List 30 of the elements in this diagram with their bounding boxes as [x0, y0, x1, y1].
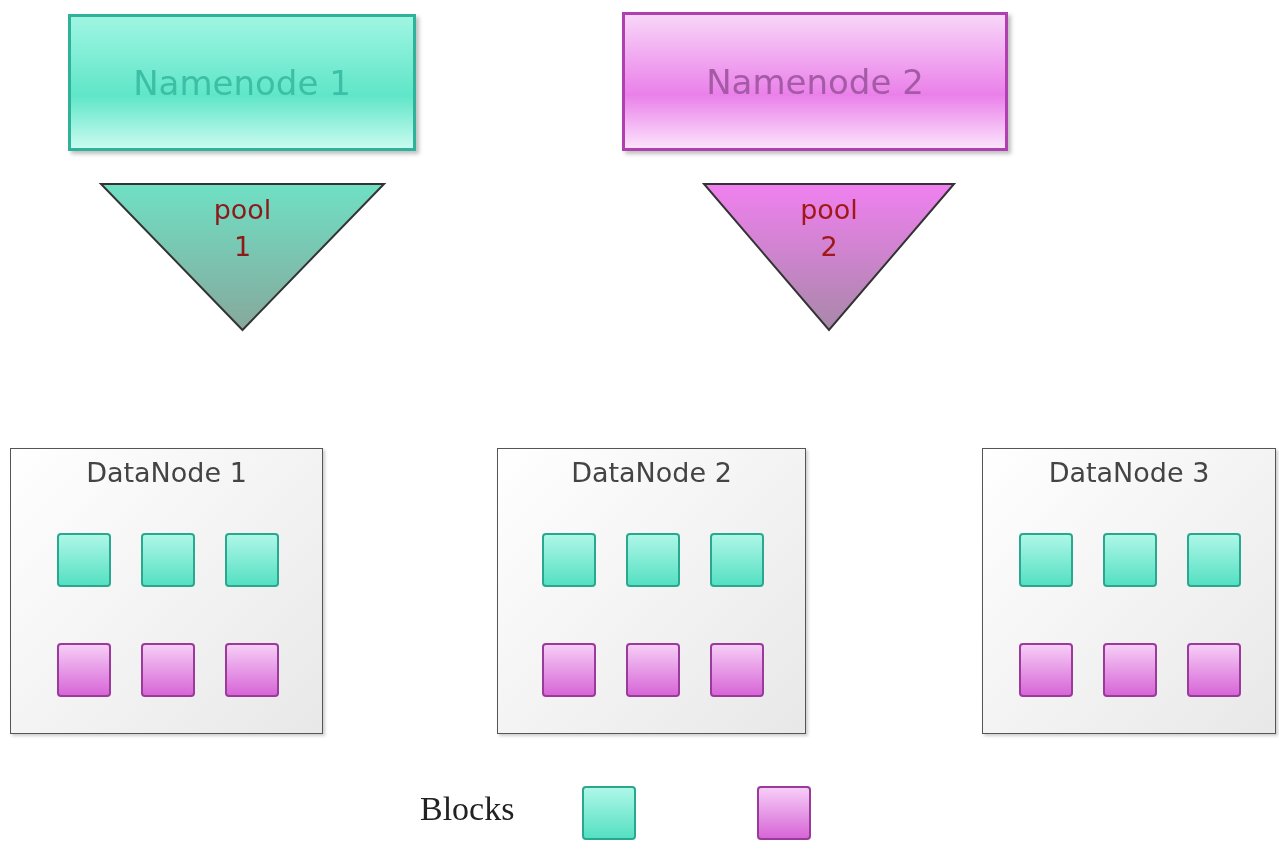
block-square: [709, 643, 764, 697]
block-square: [541, 533, 596, 587]
block-square: [1019, 533, 1073, 587]
block-square: [625, 643, 680, 697]
datanode-title: DataNode 3: [1047, 457, 1211, 488]
block-square: [1187, 643, 1241, 697]
datanode-title: DataNode 2: [570, 457, 733, 488]
block-square: [56, 643, 111, 697]
pool-triangle: [100, 183, 385, 331]
pool-triangle: [703, 183, 955, 331]
block-square: [1187, 533, 1241, 587]
block-square: [224, 643, 279, 697]
blocks-label: Blocks: [420, 790, 515, 828]
namenode-box: Namenode 2: [622, 12, 1008, 151]
block-square: [1103, 533, 1157, 587]
block-square: [709, 533, 764, 587]
pool-label: pool 2: [799, 193, 859, 264]
datanode-box: [497, 448, 806, 734]
datanode-box: [982, 448, 1276, 734]
block-square: [140, 643, 195, 697]
block-square: [56, 533, 111, 587]
pool-label: pool 1: [212, 193, 273, 264]
datanode-title: DataNode 1: [85, 457, 248, 488]
block-square: [224, 533, 279, 587]
block-square: [140, 533, 195, 587]
block-square: [625, 533, 680, 587]
block-square: [1103, 643, 1157, 697]
datanode-box: [10, 448, 323, 734]
block-square: [1019, 643, 1073, 697]
block-square: [541, 643, 596, 697]
